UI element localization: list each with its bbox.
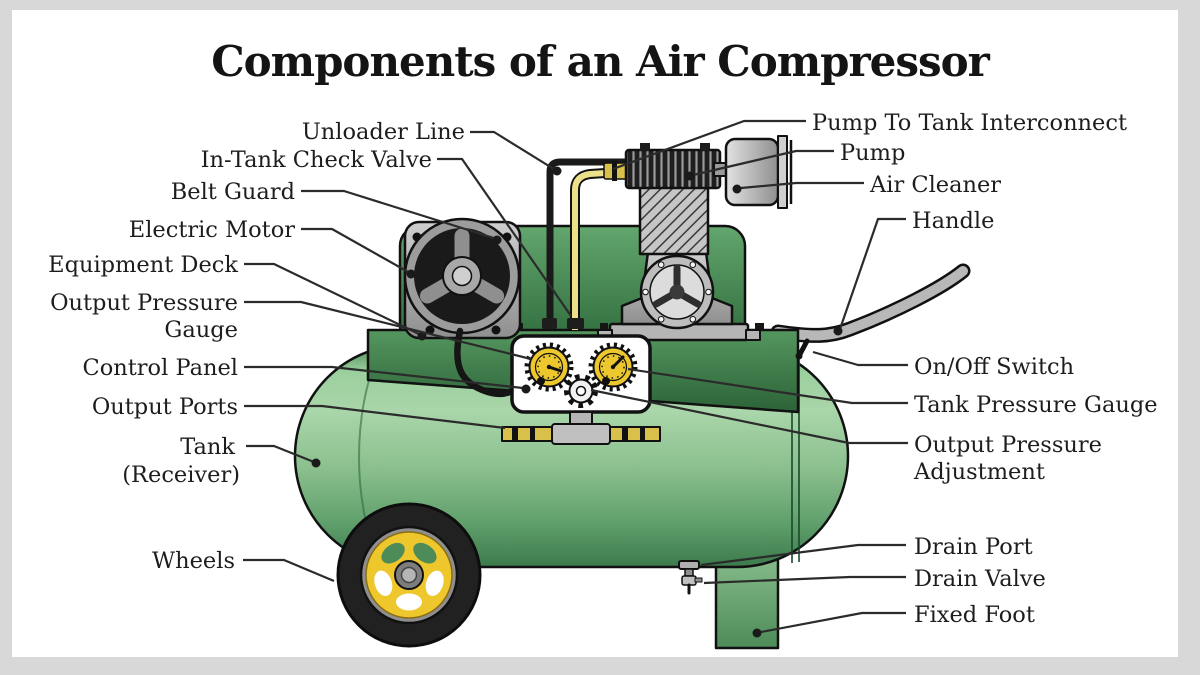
leader-handle — [838, 217, 906, 330]
label-tank-line2: (Receiver) — [122, 462, 240, 488]
leader-tank-pressure-gauge — [627, 367, 908, 405]
handle — [770, 263, 971, 343]
label-output-pressure-gauge-line2: Gauge — [164, 317, 238, 343]
wheel — [336, 502, 482, 648]
on-off-switch — [795, 338, 810, 360]
belt-guard — [403, 217, 521, 335]
output-pressure-adjustment-knob — [564, 374, 598, 408]
leader-pump-to-tank-interconnect — [612, 119, 806, 171]
label-electric-motor: Electric Motor — [129, 217, 295, 243]
label-output-pressure-gauge-line1: Output Pressure — [50, 290, 238, 316]
in-tank-check-valve-fitting — [567, 318, 584, 329]
output-pressure-gauge-dial — [524, 342, 574, 392]
leader-control-panel — [244, 365, 524, 390]
label-control-panel: Control Panel — [83, 355, 239, 381]
label-wheels: Wheels — [152, 548, 235, 574]
label-on-off-switch: On/Off Switch — [914, 354, 1074, 380]
label-drain-port: Drain Port — [914, 534, 1033, 560]
wheel-spoke-holes — [374, 542, 444, 611]
leader-equipment-deck — [244, 262, 422, 336]
tank-pressure-gauge-dial — [588, 342, 638, 392]
leader-air-cleaner — [740, 181, 864, 190]
leader-wheels — [243, 558, 335, 583]
leader-drain-port — [700, 543, 906, 567]
leader-pump — [692, 149, 834, 177]
power-cord — [454, 327, 516, 398]
air-cleaner — [713, 135, 793, 209]
left-labels: Unloader Line In-Tank Check Valve Belt G… — [48, 119, 465, 574]
pump-cylinder — [638, 184, 710, 256]
leader-lines — [243, 119, 908, 638]
label-equipment-deck: Equipment Deck — [48, 252, 238, 278]
label-fixed-foot: Fixed Foot — [914, 602, 1035, 628]
leader-drain-valve — [703, 575, 906, 585]
leader-on-off-switch — [812, 350, 908, 367]
pump-flywheel — [639, 254, 715, 330]
output-ports — [501, 411, 661, 445]
drain-valve — [681, 575, 703, 595]
pump — [597, 143, 761, 342]
label-output-pressure-adjustment-line1: Output Pressure — [914, 432, 1102, 458]
label-drain-valve: Drain Valve — [914, 566, 1046, 592]
label-tank-line1: Tank — [180, 434, 235, 460]
drain-port — [678, 560, 700, 577]
pump-head — [624, 148, 722, 190]
leader-electric-motor — [301, 227, 411, 274]
leader-belt-guard — [301, 189, 498, 241]
control-panel — [510, 334, 652, 414]
label-output-ports: Output Ports — [92, 394, 238, 420]
label-belt-guard: Belt Guard — [171, 179, 295, 205]
label-tank-pressure-gauge: Tank Pressure Gauge — [914, 392, 1158, 418]
electric-motor — [403, 217, 522, 340]
label-in-tank-check-valve: In-Tank Check Valve — [201, 147, 432, 173]
leader-output-ports — [244, 404, 506, 430]
pump-to-tank-interconnect-tube — [567, 161, 637, 330]
leader-tank-receiver — [246, 444, 315, 464]
unloader-line-pipe — [542, 158, 636, 329]
right-labels: Pump To Tank Interconnect Pump Air Clean… — [812, 110, 1158, 628]
label-handle: Handle — [912, 208, 994, 234]
label-pump-to-tank-interconnect: Pump To Tank Interconnect — [812, 110, 1127, 136]
leader-unloader-line — [470, 130, 558, 172]
leader-in-tank-check-valve — [437, 157, 572, 317]
leader-fixed-foot — [760, 611, 906, 634]
leader-output-pressure-adjustment — [590, 388, 908, 445]
leader-output-pressure-gauge — [244, 300, 532, 361]
label-air-cleaner: Air Cleaner — [869, 172, 1001, 198]
label-unloader-line: Unloader Line — [302, 119, 465, 145]
label-pump: Pump — [840, 140, 905, 166]
label-output-pressure-adjustment-line2: Adjustment — [913, 459, 1045, 485]
page-title: Components of an Air Compressor — [211, 37, 990, 86]
